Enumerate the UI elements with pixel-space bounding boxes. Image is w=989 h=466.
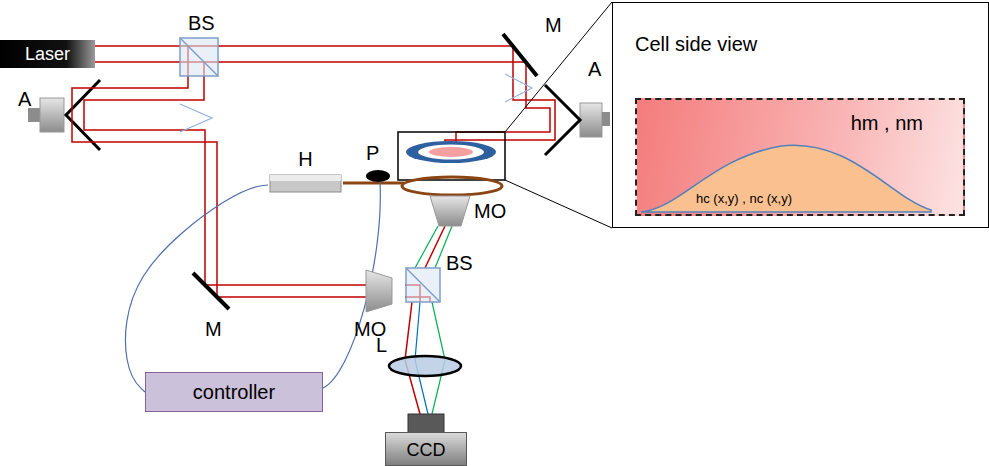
part-label: P [366, 142, 379, 164]
zoom-line [505, 2, 612, 132]
microscope-objective [366, 270, 392, 312]
beam-splitter [180, 38, 218, 76]
node-text: H [298, 148, 312, 171]
sample-stage [398, 132, 505, 180]
node-text: controller [193, 381, 275, 404]
ccd-camera: CCD [385, 432, 467, 466]
part-label: M [545, 14, 562, 36]
control-wire [125, 185, 268, 392]
medium-region: hm , nm hc (x,y) , nc (x,y) [635, 98, 965, 216]
heater: H [268, 148, 343, 194]
part-label: L [376, 334, 387, 356]
beam-expander [180, 74, 532, 132]
controller-box: controller [145, 372, 323, 412]
part-label: MO [474, 200, 506, 222]
node-text: Cell side view [635, 33, 757, 56]
node-text: hm , nm [851, 112, 923, 135]
heater-body [270, 175, 341, 192]
laser-beam [72, 46, 555, 414]
retroreflector [28, 80, 100, 150]
cell-outline [641, 145, 931, 212]
part-label: A [588, 58, 601, 80]
part-label: BS [188, 12, 215, 34]
zoom-line [505, 180, 612, 228]
mirror [503, 34, 537, 76]
part-label: BS [446, 252, 473, 274]
part-label: M [205, 318, 222, 340]
temperature-probe [366, 170, 390, 182]
microscope-objective [430, 196, 470, 226]
laser-box: Laser [0, 40, 95, 68]
part-label: A [18, 88, 31, 110]
node-text: CCD [407, 440, 446, 461]
node-text: hc (x,y) , nc (x,y) [696, 192, 792, 207]
lens [389, 356, 461, 376]
camera-sensor [408, 414, 444, 433]
cell-body: hc (x,y) , nc (x,y) [641, 138, 931, 212]
heater-ring [402, 177, 502, 195]
beam-splitter [406, 268, 440, 302]
node-text: Laser [25, 44, 70, 65]
heater-rod [343, 182, 404, 185]
mirror [193, 273, 229, 309]
inset-panel: Cell side view hm , nm hc (x,y) , nc (x,y) [612, 2, 989, 228]
